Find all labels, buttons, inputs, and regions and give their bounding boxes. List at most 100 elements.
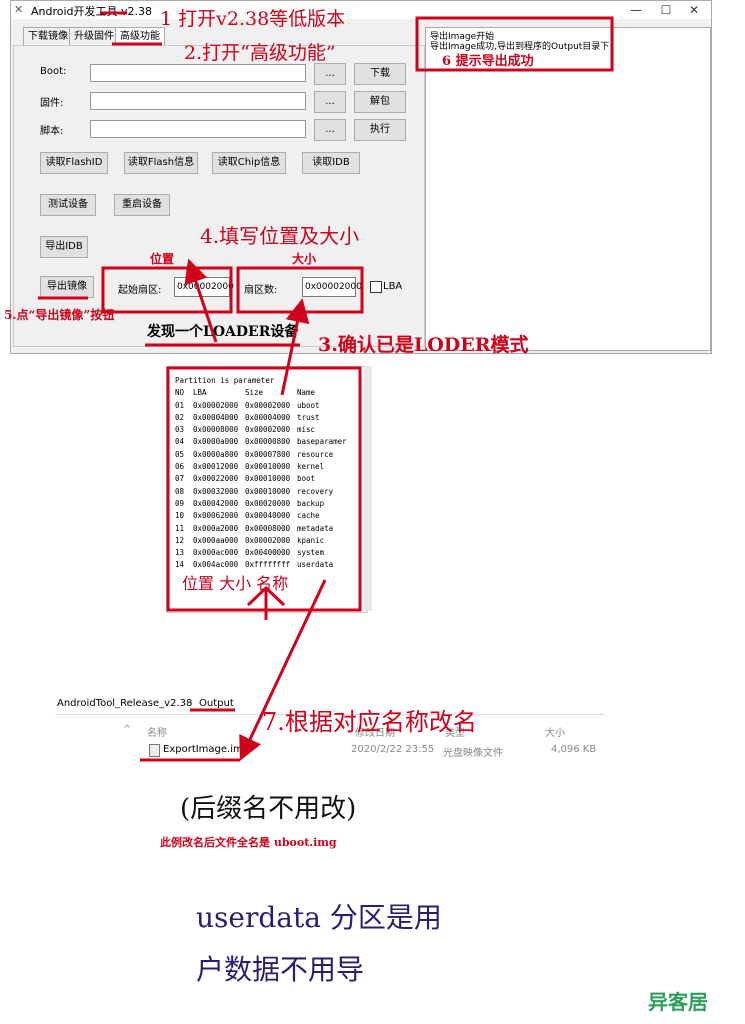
reboot-device-button[interactable]: 重启设备 <box>114 194 170 216</box>
breadcrumb-separator-icon: › <box>189 698 193 709</box>
partition-no: 05 <box>175 449 185 459</box>
start-sector-highlight-box <box>101 266 233 314</box>
partition-size: 0x00000800 <box>245 437 291 447</box>
suffix-note: (后缀名不用改) <box>180 794 357 824</box>
partition-size: 0x00400000 <box>245 548 291 558</box>
firmware-path-input[interactable] <box>90 92 306 110</box>
column-name[interactable]: 名称 <box>147 728 167 739</box>
partition-lba: 0x000aa000 <box>193 535 239 545</box>
file-row[interactable]: ExportImage.img 2020/2/22 23:55 光盘映像文件 4… <box>143 742 603 759</box>
log-highlight-box <box>415 16 614 72</box>
test-device-button[interactable]: 测试设备 <box>40 194 96 216</box>
breadcrumb-folder[interactable]: AndroidTool_Release_v2.38 <box>57 698 193 709</box>
partition-no: 11 <box>175 523 185 533</box>
partition-size: 0x00010000 <box>245 474 291 484</box>
close-icon[interactable]: ✕ <box>688 3 700 17</box>
partition-lba: 0x00012000 <box>193 462 239 472</box>
partition-row: 05 0x0000a800 0x00007800 resource <box>167 449 367 461</box>
firmware-label: 固件: <box>40 98 64 109</box>
annotation-size: 大小 <box>292 252 317 266</box>
disc-image-icon <box>149 744 160 757</box>
partition-name: trust <box>297 412 320 422</box>
partition-name: baseparamer <box>297 437 347 447</box>
partition-no: 04 <box>175 437 185 447</box>
read-flash-id-button[interactable]: 读取FlashID <box>40 152 108 174</box>
arrow-rename <box>239 579 327 761</box>
annotation-step6: 6 提示导出成功 <box>442 54 534 69</box>
column-type[interactable]: 类型 <box>445 728 465 739</box>
partition-lba: 0x000ac000 <box>193 548 239 558</box>
boot-path-input[interactable] <box>90 64 306 82</box>
export-idb-button[interactable]: 导出IDB <box>40 236 88 258</box>
col-no: NO <box>175 388 185 398</box>
scrollbar[interactable] <box>364 366 372 611</box>
execute-button[interactable]: 执行 <box>354 119 406 141</box>
partition-lba: 0x00008000 <box>193 425 239 435</box>
maximize-icon[interactable]: ☐ <box>660 3 672 17</box>
partition-lba: 0x00062000 <box>193 511 239 521</box>
partition-size: 0x00010000 <box>245 486 291 496</box>
partition-name: resource <box>297 449 334 459</box>
file-size: 4,096 KB <box>551 744 597 755</box>
script-path-input[interactable] <box>90 120 306 138</box>
annotation-step4: 4.填写位置及大小 <box>200 224 360 248</box>
partition-row: 08 0x00032000 0x00010000 recovery <box>167 486 367 498</box>
partition-size: 0x00002000 <box>245 425 291 435</box>
minimize-icon[interactable]: — <box>630 3 642 17</box>
partition-no: 01 <box>175 400 185 410</box>
firmware-browse-button[interactable]: ... <box>314 91 346 113</box>
read-flash-info-button[interactable]: 读取Flash信息 <box>124 152 198 174</box>
partition-name: recovery <box>297 486 334 496</box>
file-name[interactable]: ExportImage.img <box>163 744 250 755</box>
read-chip-info-button[interactable]: 读取Chip信息 <box>212 152 286 174</box>
sector-count-label: 扇区数: <box>244 285 278 296</box>
annotation-table-footer: 位置 大小 名称 <box>182 574 289 593</box>
partition-lba: 0x004ac000 <box>193 560 239 570</box>
partition-size: 0x00002000 <box>245 400 291 410</box>
partition-no: 08 <box>175 486 185 496</box>
userdata-note-line1: userdata 分区是用 <box>196 901 442 934</box>
partition-lba: 0x00022000 <box>193 474 239 484</box>
partition-header: Partition is parameter <box>167 375 367 387</box>
arrow-position <box>184 258 218 343</box>
partition-highlight-box <box>166 366 362 612</box>
window-title: Android开发工具 v2.38 <box>31 5 153 18</box>
sector-count-input[interactable]: 0x00002000 <box>302 277 362 297</box>
partition-lba: 0x00002000 <box>193 400 239 410</box>
example-note: 此例改名后文件全名是 uboot.img <box>160 836 337 849</box>
read-idb-button[interactable]: 读取IDB <box>302 152 360 174</box>
partition-size: 0x00004000 <box>245 412 291 422</box>
partition-no: 07 <box>175 474 185 484</box>
partition-lba: 0x00032000 <box>193 486 239 496</box>
partition-size: 0x00040000 <box>245 511 291 521</box>
partition-size: 0x00002000 <box>245 535 291 545</box>
partition-lba: 0x0000a800 <box>193 449 239 459</box>
partition-size: 0x00007800 <box>245 449 291 459</box>
chevron-up-icon[interactable]: ^ <box>123 724 132 735</box>
annotation-position: 位置 <box>150 252 175 266</box>
boot-browse-button[interactable]: ... <box>314 63 346 85</box>
partition-size: 0xffffffff <box>245 560 291 570</box>
userdata-note-line2: 户数据不用导 <box>196 953 365 986</box>
unpack-button[interactable]: 解包 <box>354 91 406 113</box>
partition-no: 14 <box>175 560 185 570</box>
boot-download-button[interactable]: 下载 <box>354 63 406 85</box>
col-name: Name <box>297 388 316 398</box>
breadcrumb-output[interactable]: Output <box>199 698 234 709</box>
partition-size: 0x00008000 <box>245 523 291 533</box>
file-type: 光盘映像文件 <box>443 748 503 759</box>
column-size[interactable]: 大小 <box>545 728 565 739</box>
script-browse-button[interactable]: ... <box>314 119 346 141</box>
partition-no: 03 <box>175 425 185 435</box>
partition-lba: 0x000a2000 <box>193 523 239 533</box>
lba-checkbox[interactable] <box>370 281 382 293</box>
column-date[interactable]: 修改日期 <box>355 728 395 739</box>
